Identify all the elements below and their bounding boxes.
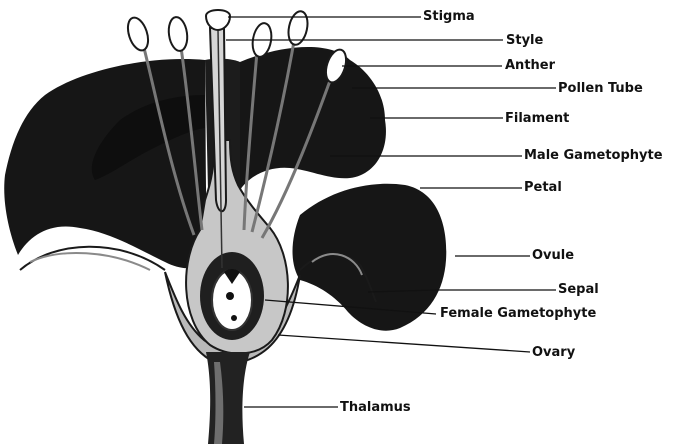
label-anther: Anther — [505, 58, 555, 74]
label-ovary: Ovary — [532, 345, 575, 361]
petal-right — [240, 47, 386, 190]
antipodal-cell — [231, 315, 237, 321]
label-stigma: Stigma — [423, 9, 475, 25]
leader-ovary — [278, 335, 530, 352]
label-pollen-tube: Pollen Tube — [558, 81, 643, 97]
label-filament: Filament — [505, 111, 569, 127]
label-female-gametophyte: Female Gametophyte — [440, 306, 596, 322]
label-petal: Petal — [524, 180, 562, 196]
stigma-shape — [206, 10, 230, 30]
label-sepal: Sepal — [558, 282, 599, 298]
thalamus-stem — [206, 352, 250, 444]
anther-4 — [286, 10, 311, 47]
anther-1 — [124, 15, 152, 53]
anther-2 — [167, 16, 190, 52]
egg-cell — [226, 292, 234, 300]
label-ovule: Ovule — [532, 248, 574, 264]
sepal-left-inner — [30, 253, 150, 270]
label-style: Style — [506, 33, 543, 49]
label-thalamus: Thalamus — [340, 400, 411, 416]
label-male-gametophyte: Male Gametophyte — [524, 148, 663, 164]
